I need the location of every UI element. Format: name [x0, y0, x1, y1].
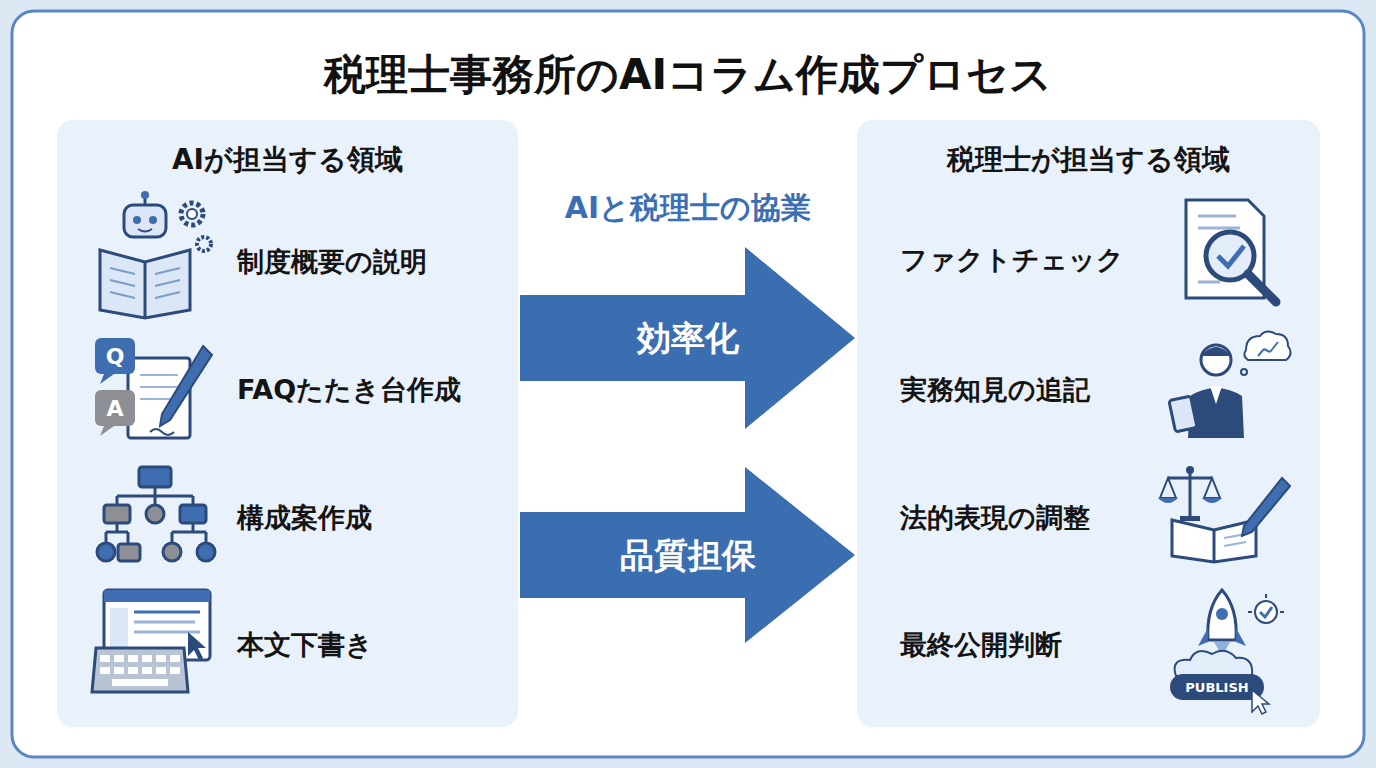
- task-item: 構成案作成: [237, 500, 372, 536]
- task-item: FAQたたき台作成: [237, 372, 461, 408]
- task-item: 制度概要の説明: [237, 244, 427, 280]
- icon-letter: A: [106, 396, 123, 421]
- icon-letter: Q: [106, 344, 125, 369]
- panel-box: 税理士が担当する領域ファクトチェック実務知見の追記法的表現の調整最終公開判断: [857, 120, 1320, 727]
- task-item: 法的表現の調整: [900, 500, 1090, 536]
- arrow-label: 品質担保: [620, 534, 756, 576]
- task-item: ファクトチェック: [900, 242, 1124, 278]
- outer-frame: [12, 11, 1364, 757]
- task-item: 最終公開判断: [900, 627, 1062, 663]
- task-item: 実務知見の追記: [900, 372, 1090, 408]
- diagram-title: 税理士事務所のAIコラム作成プロセス: [0, 46, 1376, 104]
- panel-heading: AIが担当する領域: [57, 142, 518, 178]
- panel-box: AIが担当する領域制度概要の説明 FAQたたき台作成構成案作成本文下書き: [57, 120, 518, 727]
- block-arrow: [520, 247, 855, 429]
- block-arrow: [520, 467, 855, 643]
- button-text: PUBLISH: [1185, 680, 1248, 695]
- panel-heading: 税理士が担当する領域: [857, 142, 1320, 178]
- arrow-label: 効率化: [637, 317, 739, 359]
- center-caption: AIと税理士の協業: [565, 188, 811, 229]
- task-item: 本文下書き: [237, 627, 373, 663]
